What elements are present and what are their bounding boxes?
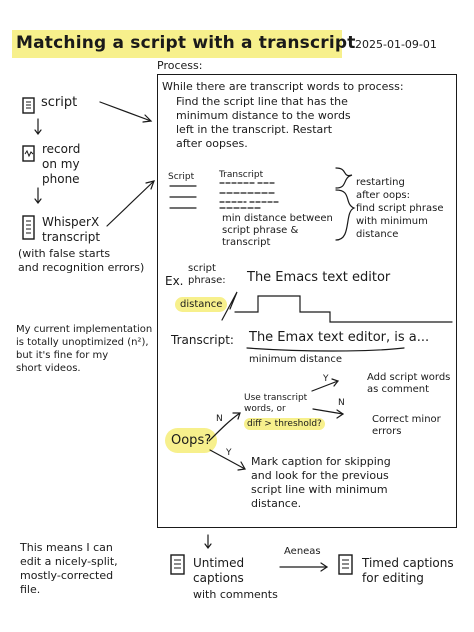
transcript-label: Transcript:: [171, 333, 234, 347]
threshold-label: diff > threshold?: [244, 418, 325, 430]
arrow-script-to-process: [99, 101, 152, 122]
transcript-doc-icon: [22, 215, 36, 245]
transcript-underline: [246, 347, 405, 352]
oops-yes-label: Y: [226, 448, 232, 458]
timed-doc-icon: [338, 554, 354, 580]
decision-text: Use transcript words, or: [244, 393, 308, 414]
loop-body: Find the script line that has the minimu…: [176, 95, 351, 150]
process-box: [157, 74, 457, 528]
transcript-column-label: Transcript: [219, 170, 264, 180]
result-note: This means I can edit a nicely-split, mo…: [20, 541, 118, 596]
restart-brace: [335, 167, 353, 189]
distance-plot-tick: [221, 291, 238, 321]
untimed-label: Untimed captions: [193, 556, 245, 585]
script-label: script: [41, 95, 78, 110]
script-doc-icon: [22, 97, 36, 119]
restart-note: restarting after oops: find script phras…: [356, 177, 444, 240]
yes-label: Y: [323, 374, 329, 384]
distance-label: distance: [175, 297, 228, 312]
script-phrase-label: script phrase:: [188, 263, 226, 286]
record-label: record on my phone: [42, 142, 81, 186]
min-distance-label: minimum distance: [249, 354, 343, 365]
min-distance-note: min distance between script phrase & tra…: [222, 213, 333, 248]
oops-label: Oops?: [165, 428, 218, 453]
untimed-doc-icon: [170, 554, 186, 580]
script-phrase: The Emacs text editor: [247, 270, 391, 285]
arrow-yes-add: [311, 380, 339, 392]
example-label: Ex.: [165, 274, 184, 288]
oops-no-label: N: [216, 414, 223, 424]
arrow-no-correct: [312, 408, 344, 415]
arrow-oops-yes: [209, 449, 246, 470]
title-highlight: [12, 30, 342, 58]
phone-icon: [22, 145, 36, 167]
correct-errors-note: Correct minor errors: [372, 414, 441, 437]
implementation-note: My current implementation is totally uno…: [16, 324, 153, 374]
no-label: N: [338, 398, 345, 408]
script-column-label: Script: [168, 172, 195, 182]
min-distance-brace: [335, 189, 356, 241]
script-lines: [169, 185, 197, 209]
arrow-oops-no: [208, 412, 241, 442]
arrow-transcript-to-process: [106, 180, 155, 227]
add-words-note: Add script words as comment: [367, 372, 451, 395]
whisperx-label: WhisperX transcript: [42, 215, 101, 244]
timed-label: Timed captions for editing: [362, 556, 454, 585]
process-label: Process:: [157, 59, 203, 72]
date-label: 2025-01-09-01: [355, 38, 437, 51]
transcript-text: The Emax text editor, is a...: [249, 330, 430, 345]
mark-caption-note: Mark caption for skipping and look for t…: [251, 455, 391, 510]
aeneas-label: Aeneas: [284, 546, 321, 557]
loop-text: While there are transcript words to proc…: [162, 80, 404, 93]
page-title: Matching a script with a transcript: [16, 33, 356, 53]
whisperx-note: (with false starts and recognition error…: [18, 247, 145, 274]
distance-plot: [234, 295, 453, 323]
with-comments-label: with comments: [193, 588, 278, 601]
